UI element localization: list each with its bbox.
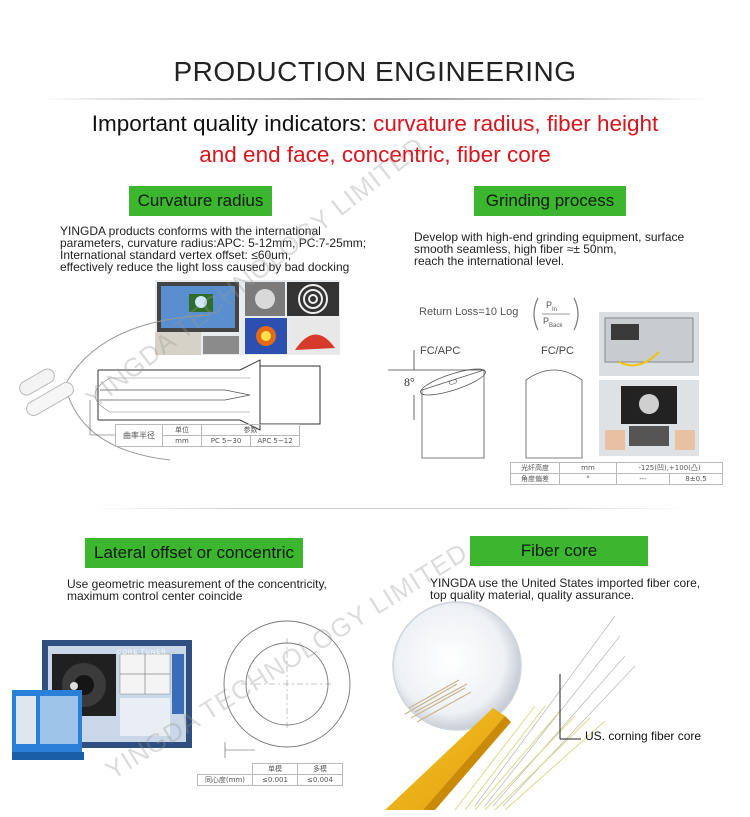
corning-callout: US. corning fiber core [585, 729, 702, 743]
quality-indicators-heading: Important quality indicators: curvature … [30, 108, 720, 170]
section-divider [90, 508, 690, 509]
formula-den-symbol: P [543, 316, 550, 326]
fiber-line: YINGDA use the United States imported fi… [430, 576, 701, 590]
fc-pc-label: FC/PC [541, 345, 574, 357]
table-cell: mm [162, 435, 202, 447]
grinding-line: smooth seamless, high fiber ≈± 50nm, [414, 242, 617, 256]
curvature-line: YINGDA products conforms with the intern… [60, 224, 321, 238]
fiber-line: top quality material, quality assurance. [430, 588, 635, 602]
connector-end-face-drawing [388, 350, 583, 459]
table-cell: --- [616, 473, 670, 485]
table-cell: 同心度(mm) [197, 774, 253, 786]
return-loss-formula: Return Loss=10 Log [419, 306, 518, 318]
grinding-description: Develop with high-end grinding equipment… [414, 231, 734, 267]
table-cell: 光纤高度 [510, 462, 560, 474]
table-cell: APC 5~12 [250, 435, 300, 447]
grinding-line: Develop with high-end grinding equipment… [414, 230, 685, 244]
formula-denominator: PBack [543, 316, 562, 329]
curvature-spec-table: 曲率半径 单位 参数 mm PC 5~30 APC 5~12 [115, 424, 300, 447]
table-cell: ≤0.001 [252, 774, 298, 786]
ferrule-drawing [19, 314, 321, 461]
formula-num-symbol: P [546, 300, 553, 310]
lateral-line: maximum control center coincide [67, 589, 243, 603]
table-cell: ≤0.004 [297, 774, 343, 786]
curvature-line: International standard vertex offset: ≤6… [60, 248, 292, 262]
table-cell: 8±0.5 [669, 473, 723, 485]
fiber-core-photo [385, 601, 636, 810]
angle-label: 8° [404, 375, 415, 389]
table-cell: 参数 [201, 424, 300, 436]
subtitle-lead: Important quality indicators: [91, 111, 374, 136]
formula-fraction [533, 297, 579, 331]
subtitle-highlight-2: and end face, concentric, fiber core [199, 142, 551, 167]
grinding-equipment-photo [599, 312, 699, 456]
table-cell: 单位 [162, 424, 202, 436]
page-title: PRODUCTION ENGINEERING [173, 56, 577, 87]
curvature-description: YINGDA products conforms with the intern… [60, 225, 390, 273]
table-cell: 角度偏差 [510, 473, 560, 485]
table-cell: -125(凹),+100(凸) [616, 462, 723, 474]
grinding-spec-table: 光纤高度 mm -125(凹),+100(凸) 角度偏差 ° --- 8±0.5 [510, 462, 723, 485]
fiber-description: YINGDA use the United States imported fi… [430, 577, 740, 601]
lateral-line: Use geometric measurement of the concent… [67, 577, 327, 591]
lateral-description: Use geometric measurement of the concent… [67, 578, 387, 602]
concentricity-spec-table: 单模 多模 同心度(mm) ≤0.001 ≤0.004 [197, 763, 343, 786]
curvature-radius-label: Curvature radius [129, 186, 272, 216]
table-cell: 单模 [252, 763, 298, 775]
table-cell: 多模 [297, 763, 343, 775]
curvature-line: parameters, curvature radius:APC: 5-12mm… [60, 236, 367, 250]
table-cell: PC 5~30 [201, 435, 251, 447]
lateral-offset-label: Lateral offset or concentric [85, 538, 303, 568]
grinding-line: reach the international level. [414, 254, 565, 268]
fiber-core-label: Fiber core [470, 536, 648, 566]
title-divider [40, 98, 710, 100]
table-cell: 曲率半径 [115, 424, 163, 447]
grinding-process-label: Grinding process [474, 186, 626, 216]
curvature-measurement-photo [155, 280, 340, 355]
formula-numerator: PIn [546, 300, 557, 313]
subtitle-highlight-1: curvature radius, fiber height [373, 111, 659, 136]
concentricity-tester-photo [12, 640, 192, 760]
formula-num-sub: In [552, 306, 558, 313]
table-cell: ° [559, 473, 617, 485]
formula-den-sub: Back [549, 322, 563, 329]
curvature-line: effectively reduce the light loss caused… [60, 260, 350, 274]
table-cell [197, 763, 253, 775]
concentric-rings-drawing [223, 620, 351, 758]
core-tuner-screen-title: CORE TUNER [117, 650, 167, 656]
table-cell: mm [559, 462, 617, 474]
fc-apc-label: FC/APC [420, 345, 461, 357]
formula-prefix: Return Loss=10 Log [419, 306, 519, 318]
